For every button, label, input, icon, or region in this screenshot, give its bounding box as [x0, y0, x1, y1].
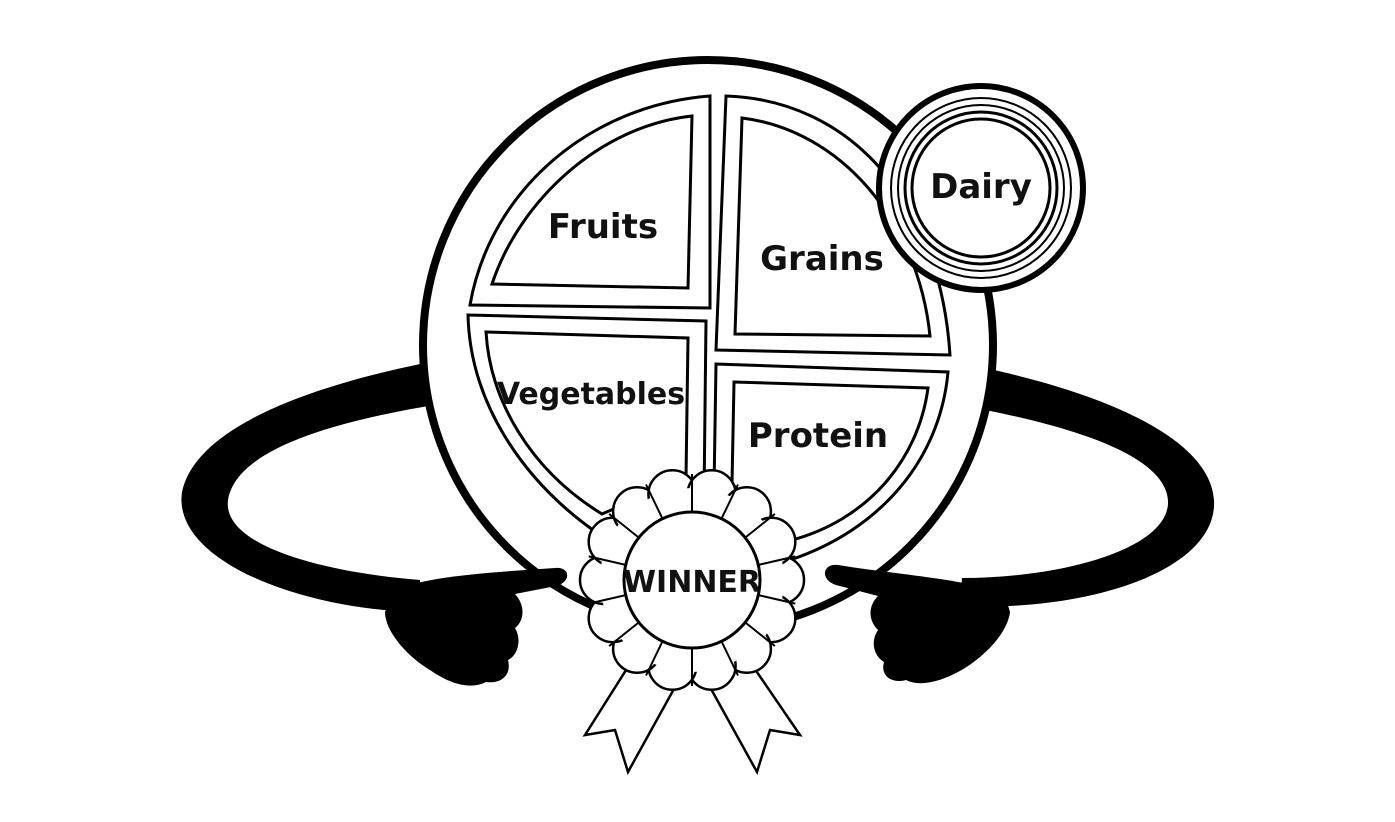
left-arm [181, 362, 440, 612]
ribbon-petal-divider [588, 594, 626, 605]
vegetables-section-inner [484, 330, 690, 516]
dairy-cup-rim [876, 83, 1086, 293]
dairy-cup: Dairy [876, 83, 1086, 293]
fruits-section-inner [489, 114, 694, 290]
protein-section-outer [712, 362, 950, 562]
ribbon-petal-divider [645, 484, 664, 520]
right-pointing-hand-icon [824, 564, 1010, 684]
plate-sections: Fruits Grains Vegetables Protein [466, 94, 952, 562]
ribbon-petal-divider [758, 555, 796, 566]
protein-label: Protein [748, 416, 888, 456]
ribbon-petal-divider [744, 621, 776, 647]
vegetables-label: Vegetables [497, 377, 685, 412]
arms [181, 362, 1215, 612]
ribbon-petal-divider [720, 640, 739, 676]
ribbon-petal-divider [645, 640, 664, 676]
fruits-section-outer [468, 94, 712, 310]
ribbon-petal-divider [758, 594, 796, 605]
protein-section-inner [730, 380, 930, 542]
winner-label: WINNER [623, 565, 761, 600]
grains-label: Grains [760, 239, 884, 279]
fruits-label: Fruits [548, 207, 658, 247]
ribbon-petal-divider [588, 555, 626, 566]
right-arm [960, 368, 1215, 607]
winner-ribbon: WINNER [578, 468, 806, 776]
ribbon-petal-divider [744, 513, 776, 539]
ribbon-center [622, 510, 762, 650]
dairy-label: Dairy [930, 167, 1032, 207]
ribbon-petal-divider [608, 513, 640, 539]
ribbon-petal-divider [608, 621, 640, 647]
left-pointing-hand-icon [385, 567, 568, 686]
hands [385, 564, 1010, 686]
ribbon-petal-divider [720, 484, 739, 520]
